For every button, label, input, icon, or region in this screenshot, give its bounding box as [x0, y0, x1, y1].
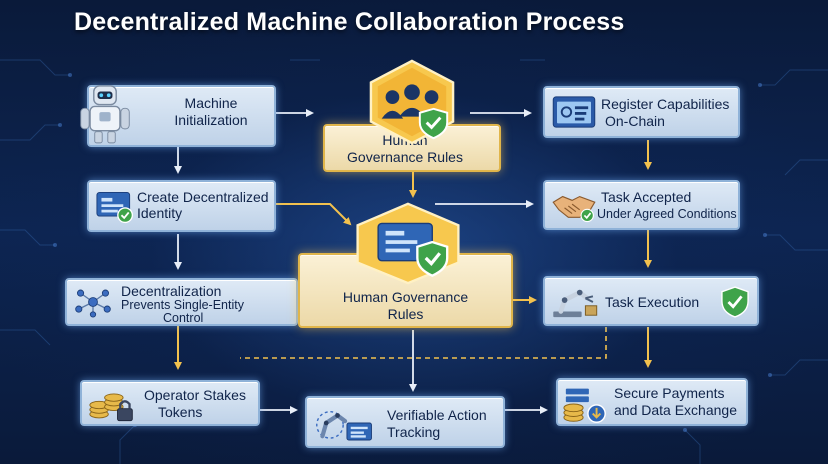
node-create-identity: Create Decentralized Identity [87, 180, 276, 232]
node-label-line2: Identity [137, 205, 183, 221]
diagram-title: Decentralized Machine Collaboration Proc… [74, 8, 625, 36]
node-label-line2: Tracking [387, 424, 441, 440]
node-label-line1: Machine [184, 95, 238, 111]
robot-arm-icon [553, 289, 598, 318]
node-label-line1: Task Execution [605, 294, 700, 310]
node-label-line2: and Data Exchange [614, 402, 737, 418]
id-card-icon [96, 191, 134, 224]
node-label-line1: Decentralization [121, 283, 222, 299]
node-label-line1: Human Governance [342, 289, 469, 305]
robot-icon [80, 85, 130, 144]
node-decentralization: Decentralization Prevents Single-Entity … [65, 278, 298, 326]
node-label-line1: Create Decentralized [137, 189, 269, 205]
capabilities-screen-icon [552, 96, 596, 128]
network-nodes-icon [75, 289, 111, 318]
node-secure-payments: Secure Payments and Data Exchange [556, 378, 748, 426]
node-label-line2: Governance Rules [347, 149, 463, 165]
node-label-line1: Register Capabilities [601, 96, 730, 112]
node-label-line1: Operator Stakes [144, 387, 246, 403]
node-label-line2: On-Chain [605, 113, 665, 129]
node-label-line2: Under Agreed Conditions [597, 207, 737, 221]
people-shield-icon [369, 59, 455, 145]
check-shield-icon [721, 286, 749, 318]
node-label-line2: Rules [387, 306, 424, 322]
node-task-execution: Task Execution [543, 276, 759, 326]
node-label-line3: Control [163, 311, 204, 325]
node-label-line2: Initialization [174, 112, 248, 128]
node-verifiable-tracking: Verifiable Action Tracking [305, 396, 505, 448]
node-task-accepted: Task Accepted Under Agreed Conditions [543, 180, 740, 230]
handshake-icon [552, 195, 596, 223]
node-operator-stakes: Operator Stakes Tokens [80, 380, 260, 426]
node-label-line1: Secure Payments [614, 385, 725, 401]
document-shield-icon [356, 202, 460, 285]
node-label-line1: Verifiable Action [387, 407, 487, 423]
coins-lock-icon [89, 393, 133, 422]
node-label-line2: Prevents Single-Entity [121, 298, 244, 312]
node-label-line2: Tokens [158, 404, 203, 420]
coins-server-icon [563, 388, 606, 423]
node-label-line1: Task Accepted [601, 189, 692, 205]
node-register-capabilities: Register Capabilities On-Chain [543, 86, 740, 138]
node-machine-initialization: Machine Initialization [80, 85, 276, 147]
robot-arm-tracking-icon [316, 410, 372, 441]
